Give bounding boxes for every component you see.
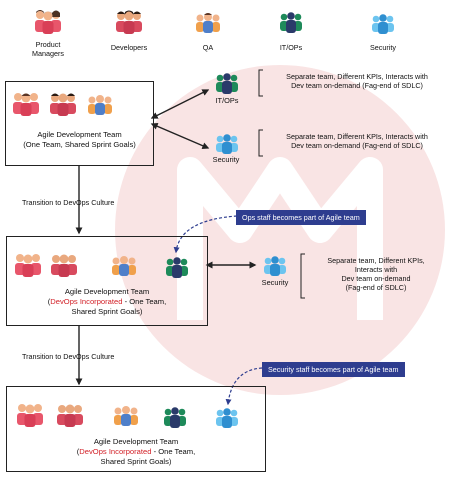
qa-label: QA	[202, 43, 214, 52]
product-managers-icon	[17, 404, 43, 427]
box3-devops-highlight: DevOps Incorporated	[79, 447, 152, 456]
security-node-label: Security	[212, 155, 240, 164]
product-managers-icon	[13, 93, 39, 116]
security-node-label-2: Security	[261, 278, 289, 287]
box2-title-line1: Agile Development Team	[64, 287, 150, 296]
security-icon	[372, 14, 394, 34]
developers-icon	[50, 93, 76, 116]
itops-icon	[164, 407, 186, 428]
ops-callout-arrow	[173, 215, 238, 254]
transition-label-2: Transition to DevOps Culture	[22, 352, 115, 361]
agile-team-box-1: Agile Development Team (One Team, Shared…	[5, 81, 154, 166]
security-side-note-2: Separate team, Different KPIs, Interacts…	[327, 256, 425, 292]
box2-title-line3: Shared Sprint Goals)	[71, 307, 143, 316]
agile-team-box-3: Agile Development Team (DevOps Incorpora…	[6, 386, 266, 472]
box1-title-line1: Agile Development Team	[37, 130, 122, 139]
box3-title-line3: Shared Sprint Goals)	[100, 457, 172, 466]
qa-icon	[196, 13, 220, 33]
developers-icon	[51, 254, 77, 277]
box1-to-security-arrow	[150, 122, 210, 150]
itops-side-note: Separate team, Different KPIs, Interacts…	[286, 72, 428, 90]
product-managers-icon	[35, 10, 61, 34]
box3-title-line1: Agile Development Team	[93, 437, 179, 446]
security-callout: Security staff becomes part of Agile tea…	[262, 362, 405, 377]
itops-icon	[280, 12, 302, 33]
itops-node-label: IT/OPs	[215, 96, 239, 105]
box3-title-line2: (DevOps Incorporated - One Team,	[76, 447, 196, 456]
security-side-note: Separate team, Different KPIs, Interacts…	[286, 132, 428, 150]
security2-bracket	[300, 253, 305, 299]
itops-node-icon	[216, 73, 238, 94]
box1-to-itops-arrow	[150, 89, 210, 119]
box2-title-rest: - One Team,	[122, 297, 167, 306]
itops-icon	[166, 257, 188, 278]
security-label: Security	[370, 43, 396, 52]
security-bracket	[258, 129, 263, 157]
security-node-icon	[264, 256, 286, 276]
security-node-icon	[216, 134, 238, 154]
product-managers-label: Product Managers	[32, 40, 64, 58]
qa-icon	[114, 406, 138, 426]
developers-label: Developers	[110, 43, 148, 52]
box2-devops-highlight: DevOps Incorporated	[50, 297, 123, 306]
qa-icon	[112, 256, 136, 276]
itops-bracket	[258, 69, 263, 97]
box1-title-line2: (One Team, Shared Sprint Goals)	[23, 140, 136, 149]
developers-icon	[116, 10, 142, 34]
itops-label: IT/OPs	[279, 43, 303, 52]
developers-icon	[57, 404, 83, 427]
agile-team-box-2: Agile Development Team (DevOps Incorpora…	[6, 236, 208, 326]
product-managers-icon	[15, 254, 41, 277]
ops-callout: Ops staff becomes part of Agile team	[236, 210, 366, 225]
box2-title-line2: (DevOps Incorporated - One Team,	[47, 297, 167, 306]
qa-icon	[88, 95, 112, 115]
security-callout-arrow	[225, 367, 263, 406]
transition-label-1: Transition to DevOps Culture	[22, 198, 115, 207]
box3-title-rest: - One Team,	[151, 447, 196, 456]
security-icon	[216, 408, 238, 428]
